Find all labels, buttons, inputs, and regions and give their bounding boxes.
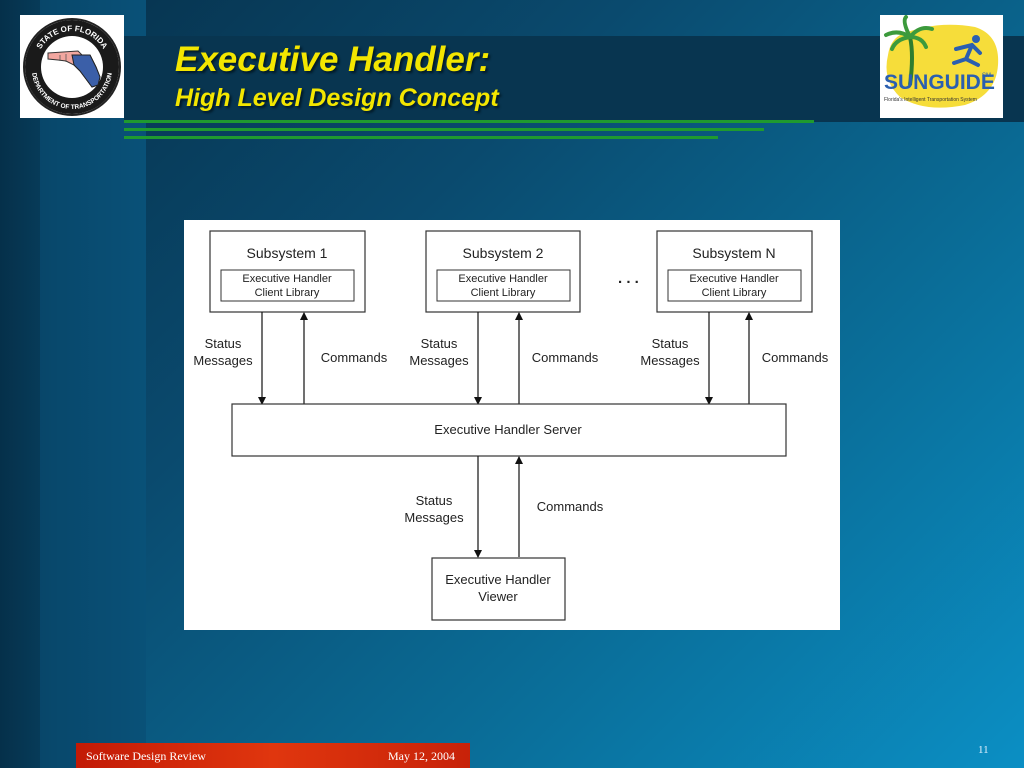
title-rule-1 [124, 120, 814, 123]
status-label-nb: Messages [640, 353, 700, 368]
subsystem-name: Subsystem 1 [247, 245, 328, 261]
commands-label-1: Commands [321, 350, 388, 365]
slide-title: Executive Handler: [175, 40, 491, 79]
executive-handler-viewer: Executive Handler Viewer [431, 557, 566, 621]
client-library-line1: Executive Handler [458, 273, 548, 285]
viewer-line1: Executive Handler [445, 572, 551, 587]
sunguide-mark: SM [982, 73, 991, 79]
footer-title: Software Design Review [86, 749, 206, 763]
florida-dot-seal-icon: STATE OF FLORIDA DEPARTMENT OF TRANSPORT… [23, 18, 121, 116]
commands-label-v: Commands [537, 499, 604, 514]
footer-date: May 12, 2004 [388, 749, 455, 763]
client-library-line1: Executive Handler [689, 273, 779, 285]
status-label-na: Status [652, 336, 689, 351]
title-rule-3 [124, 136, 718, 139]
subsystem-name: Subsystem N [692, 245, 775, 261]
title-rule-2 [124, 128, 764, 131]
client-library-line1: Executive Handler [242, 273, 332, 285]
commands-label-2: Commands [532, 350, 599, 365]
client-library-line2: Client Library [471, 287, 536, 299]
architecture-diagram: Subsystem 1 Executive Handler Client Lib… [184, 220, 840, 630]
viewer-line2: Viewer [478, 589, 518, 604]
subsystem-name: Subsystem 2 [463, 245, 544, 261]
subsystem-1: Subsystem 1 Executive Handler Client Lib… [209, 230, 366, 313]
slide-subtitle: High Level Design Concept [175, 84, 499, 112]
status-label-1b: Messages [193, 353, 253, 368]
fdot-logo: STATE OF FLORIDA DEPARTMENT OF TRANSPORT… [20, 15, 124, 118]
client-library-line2: Client Library [255, 287, 320, 299]
subsystem-2: Subsystem 2 Executive Handler Client Lib… [425, 230, 581, 313]
footer-bar: Software Design Review May 12, 2004 [76, 743, 470, 768]
sunguide-logo-icon: SUNGUIDE SM Florida's Intelligent Transp… [884, 15, 999, 108]
executive-handler-server: Executive Handler Server [231, 403, 787, 457]
status-label-vb: Messages [404, 510, 464, 525]
title-bar [124, 36, 1024, 122]
sunguide-logo: SUNGUIDE SM Florida's Intelligent Transp… [880, 15, 1003, 118]
ellipsis: . . . [618, 270, 639, 287]
commands-label-n: Commands [762, 350, 829, 365]
sunguide-tagline: Florida's Intelligent Transportation Sys… [884, 97, 977, 103]
status-label-2a: Status [421, 336, 458, 351]
client-library-line2: Client Library [702, 287, 767, 299]
status-label-va: Status [416, 493, 453, 508]
page-number: 11 [978, 744, 989, 756]
server-label: Executive Handler Server [434, 422, 582, 437]
status-label-1a: Status [205, 336, 242, 351]
status-label-2b: Messages [409, 353, 469, 368]
sunguide-name: SUNGUIDE [884, 71, 995, 94]
subsystem-n: Subsystem N Executive Handler Client Lib… [656, 230, 813, 313]
